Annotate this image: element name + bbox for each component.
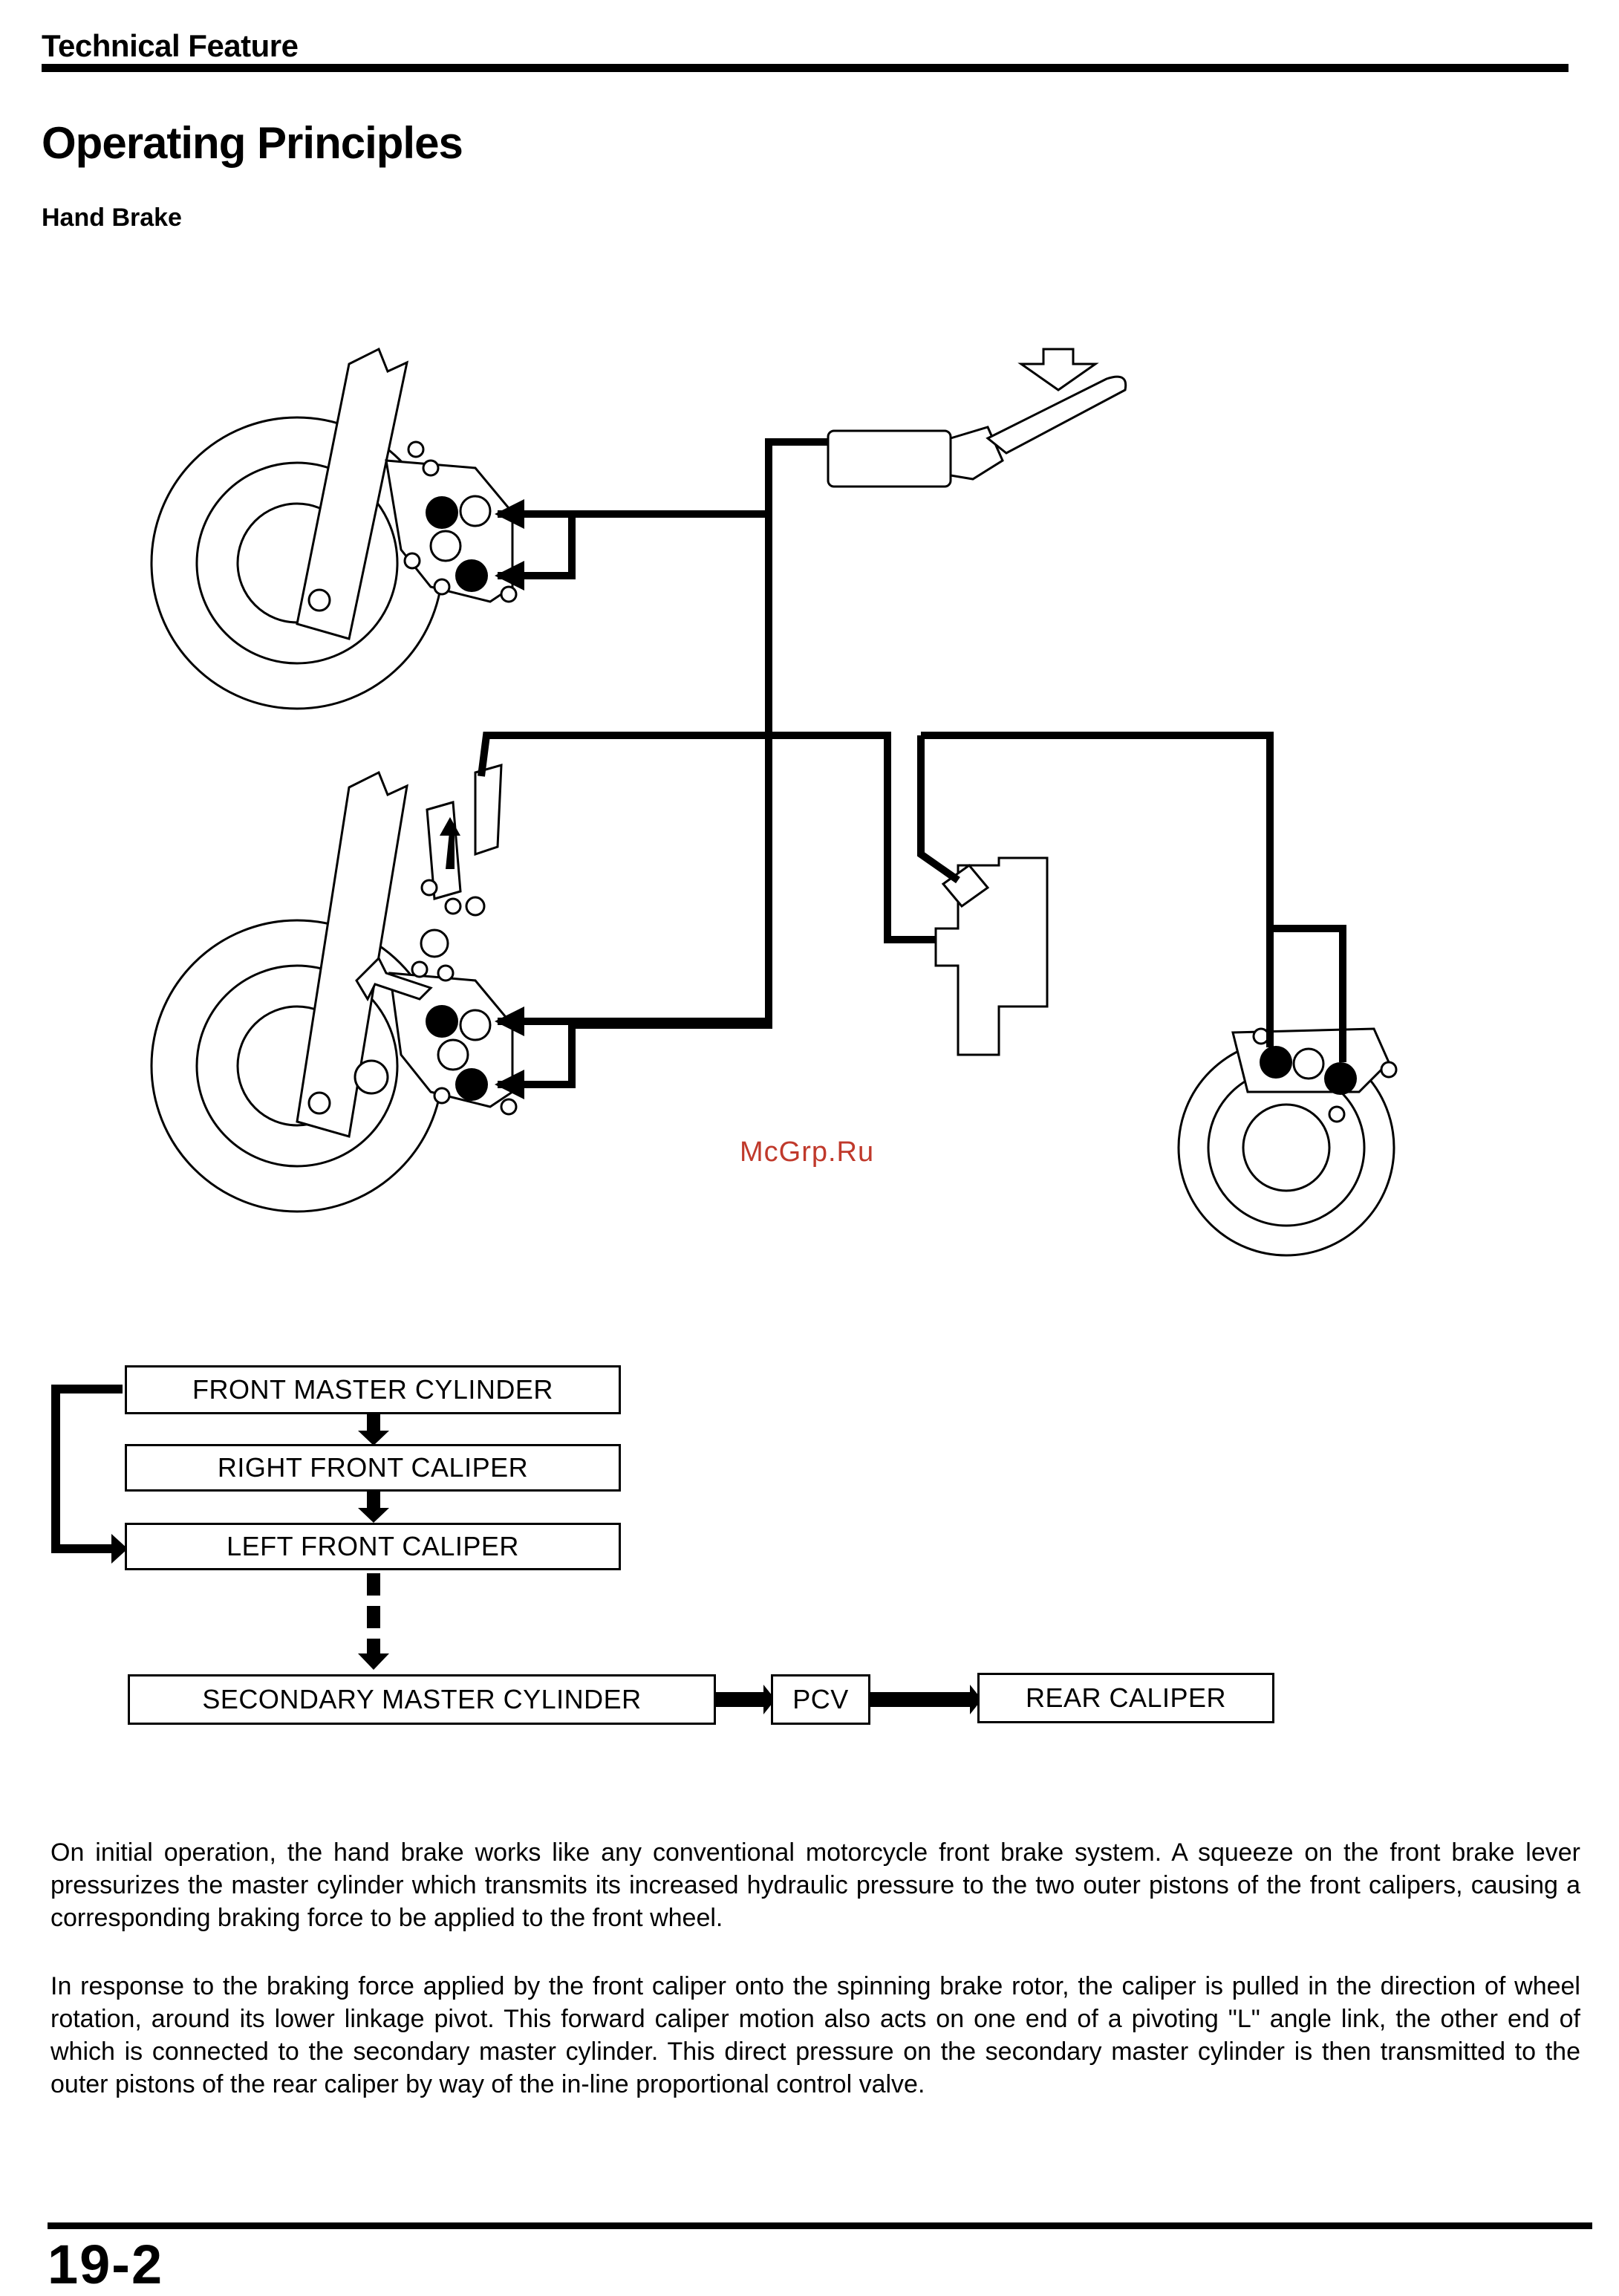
body-paragraph-2: In response to the braking force applied… (51, 1972, 1580, 2098)
hydraulic-lines (478, 438, 1346, 1099)
page-title: Operating Principles (42, 118, 463, 168)
rear-caliper (1231, 1027, 1398, 1123)
footer-rule (48, 2222, 1592, 2229)
left-front-fork (296, 770, 408, 1138)
lever-push-arrow (1017, 348, 1099, 391)
secondary-master-cylinder-box: SECONDARY MASTER CYLINDER (128, 1674, 716, 1725)
right-front-fork (296, 347, 409, 640)
left-front-caliper (355, 817, 518, 1116)
left-front-wheel (150, 919, 444, 1213)
header-rule (42, 64, 1568, 72)
right-front-caliper (385, 440, 518, 603)
page-number: 19-2 (48, 2234, 164, 2295)
front-master-cylinder (827, 375, 1127, 488)
right-front-caliper-box: RIGHT FRONT CALIPER (125, 1444, 621, 1492)
secondary-master-cylinder (934, 856, 1049, 1056)
left-front-caliper-box: LEFT FRONT CALIPER (125, 1523, 621, 1570)
subsection-title: Hand Brake (42, 204, 182, 232)
front-master-cylinder-box: FRONT MASTER CYLINDER (125, 1365, 621, 1414)
watermark: McGrp.Ru (740, 1136, 875, 1168)
rear-caliper-box: REAR CALIPER (977, 1673, 1274, 1723)
flowchart-connectors (51, 1385, 982, 1714)
section-label: Technical Feature (42, 28, 299, 63)
pcv-box: PCV (771, 1674, 870, 1725)
secondary-master-cylinder-link (420, 763, 503, 917)
body-paragraph-1: On initial operation, the hand brake wor… (51, 1838, 1580, 1932)
